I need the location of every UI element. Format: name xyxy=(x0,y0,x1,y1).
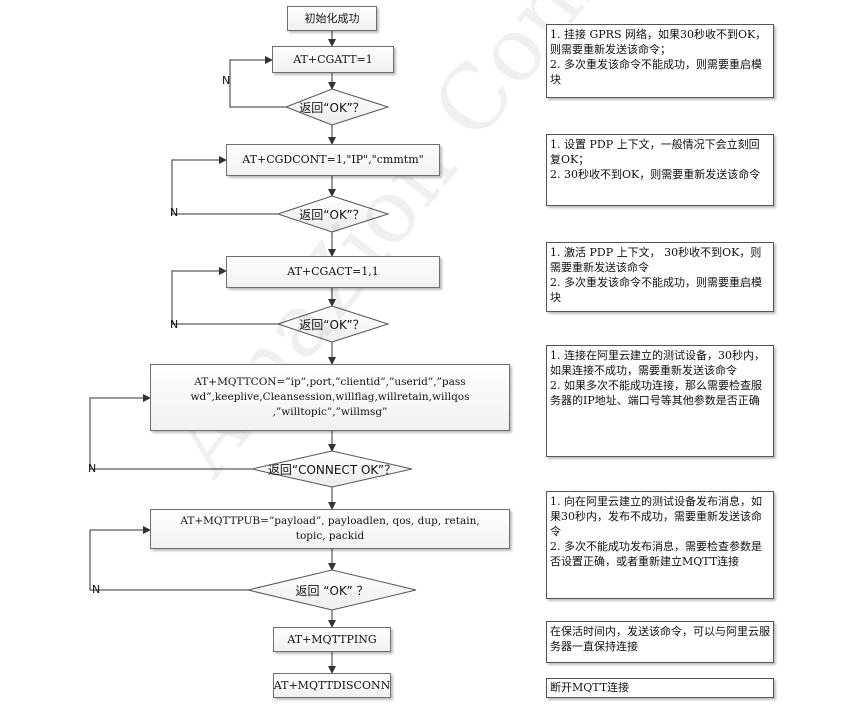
start-box: 初始化成功 xyxy=(287,6,377,31)
decision-shape-4 xyxy=(251,450,413,488)
no-label-2: N xyxy=(170,206,179,219)
cgdcont-box: AT+CGDCONT=1,"IP","cmmtm" xyxy=(226,144,440,176)
note-cgdcont-item-2: 2. 30秒收不到OK，则需要重新发送该命令 xyxy=(550,168,761,181)
decision-shape-2 xyxy=(276,195,390,233)
decision-label-5: 返回 “OK” ？ xyxy=(295,584,369,598)
note-cgact-item-2: 2. 多次重发该命令不能成功，则需要重启模块 xyxy=(550,276,762,304)
note-mqttcon: 1. 连接在阿里云建立的测试设备，30秒内，如果连接不成功，需要重新发送该命令 … xyxy=(546,345,774,457)
mqttcon-line-3: ,”willtopic”,”willmsg” xyxy=(272,406,388,418)
decision-label-2: 返回“OK”？ xyxy=(299,208,365,222)
mqttdisconn-box: AT+MQTTDISCONN xyxy=(273,673,391,698)
start-label: 初始化成功 xyxy=(304,11,360,25)
note-mqttcon-item-2: 2. 如果多次不能成功连接，那么需要检查服务器的IP地址、端口号等其他参数是否正… xyxy=(550,379,762,407)
mqttcon-box: AT+MQTTCON=”ip”,port,”clientid”,”userid”… xyxy=(150,364,510,431)
decision-shape-3 xyxy=(276,305,390,343)
mqttcon-line-1: AT+MQTTCON=”ip”,port,”clientid”,”userid”… xyxy=(194,376,466,388)
note-cgatt: 1. 挂接 GPRS 网络，如果30秒收不到OK，则需要重新发送该命令； 2. … xyxy=(546,24,774,98)
note-cgatt-item-1: 1. 挂接 GPRS 网络，如果30秒收不到OK，则需要重新发送该命令； xyxy=(550,28,767,56)
cgatt-label: AT+CGATT=1 xyxy=(293,52,373,66)
note-mqttping-item-1: 在保活时间内，发送该命令，可以与阿里云服务器一直保持连接 xyxy=(550,625,770,653)
decision-shape-5 xyxy=(247,569,417,611)
note-mqttdisconn: 断开MQTT连接 xyxy=(546,678,774,698)
decision-shape-1 xyxy=(284,88,390,126)
mqttpub-box: AT+MQTTPUB=”payload”, payloadlen, qos, d… xyxy=(150,509,510,549)
cgact-box: AT+CGACT=1,1 xyxy=(226,256,440,288)
note-mqttpub-item-2: 2. 多次不能成功发布消息，需要检查参数是否设置正确，或者重新建立MQTT连接 xyxy=(550,540,762,568)
no-label-5: N xyxy=(92,583,101,596)
note-cgdcont: 1. 设置 PDP 上下文，一般情况下会立刻回复OK； 2. 30秒收不到OK，… xyxy=(546,134,774,206)
note-mqttdisconn-item-1: 断开MQTT连接 xyxy=(550,681,630,694)
note-cgatt-item-2: 2. 多次重发该命令不能成功，则需要重启模块 xyxy=(550,58,762,86)
note-mqttpub: 1. 向在阿里云建立的测试设备发布消息，如果30秒内，发布不成功，需要重新发送该… xyxy=(546,491,774,599)
note-cgact: 1. 激活 PDP 上下文， 30秒收不到OK，则需要重新发送该命令 2. 多次… xyxy=(546,242,774,312)
note-mqttpub-item-1: 1. 向在阿里云建立的测试设备发布消息，如果30秒内，发布不成功，需要重新发送该… xyxy=(550,495,762,538)
no-label-1: N xyxy=(222,74,231,87)
mqttpub-line-2: topic, packid xyxy=(295,530,365,542)
mqttcon-line-2: wd”,keeplive,Cleansession,willflag,willr… xyxy=(190,391,470,403)
note-mqttping: 在保活时间内，发送该命令，可以与阿里云服务器一直保持连接 xyxy=(546,621,774,663)
mqttping-label: AT+MQTTPING xyxy=(287,632,377,646)
cgdcont-label: AT+CGDCONT=1,"IP","cmmtm" xyxy=(242,153,424,166)
mqttdisconn-label: AT+MQTTDISCONN xyxy=(273,678,391,692)
decision-label-3: 返回“OK”？ xyxy=(299,318,365,332)
no-label-3: N xyxy=(170,318,179,331)
mqttpub-line-1: AT+MQTTPUB=”payload”, payloadlen, qos, d… xyxy=(180,515,480,527)
note-cgdcont-item-1: 1. 设置 PDP 上下文，一般情况下会立刻回复OK； xyxy=(550,138,760,166)
note-cgact-item-1: 1. 激活 PDP 上下文， 30秒收不到OK，则需要重新发送该命令 xyxy=(550,246,762,274)
no-label-4: N xyxy=(88,462,97,475)
note-mqttcon-item-1: 1. 连接在阿里云建立的测试设备，30秒内，如果连接不成功，需要重新发送该命令 xyxy=(550,349,765,377)
mqttping-box: AT+MQTTPING xyxy=(273,627,391,652)
cgact-label: AT+CGACT=1,1 xyxy=(287,265,379,278)
decision-label-4: 返回“CONNECT OK”？ xyxy=(267,463,397,477)
cgatt-box: AT+CGATT=1 xyxy=(272,46,394,73)
decision-label-1: 返回“OK”？ xyxy=(299,101,365,115)
